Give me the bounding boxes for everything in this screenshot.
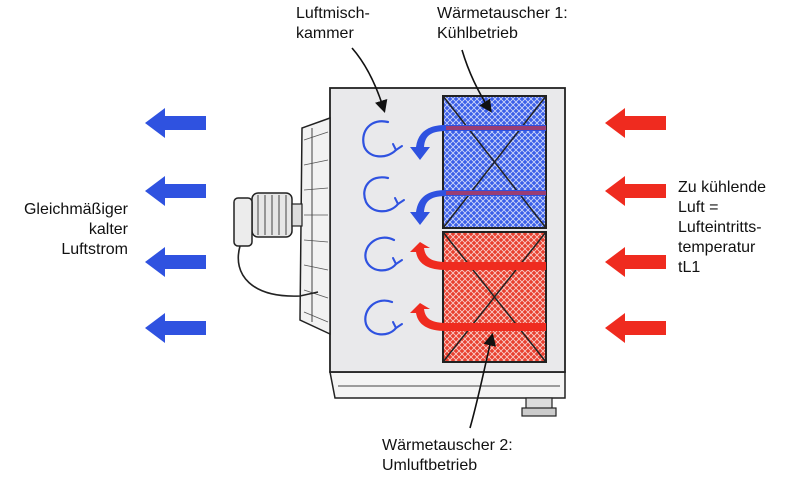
internal-cold-flow	[410, 125, 546, 225]
mixing-chamber-label: Luftmisch- kammer	[296, 5, 370, 42]
leader-lines	[351, 47, 497, 429]
red-arrow-left-icon	[605, 108, 666, 343]
exchanger1-label: Wärmetauscher 1: Kühlbetrieb	[437, 5, 568, 42]
drain-fitting	[521, 397, 557, 417]
inlet-label: Zu kühlende Luft = Lufteintritts- temper…	[678, 179, 767, 276]
fan-motor-icon	[233, 116, 331, 336]
internal-warm-flow	[410, 242, 546, 331]
outlet-label: Gleichmäßiger kalter Luftstrom	[23, 201, 128, 258]
blue-arrow-left-icon	[145, 108, 206, 343]
exchanger2-label: Wärmetauscher 2: Umluftbetrieb	[382, 437, 513, 474]
base-frame	[329, 371, 566, 399]
heat-exchanger-1	[442, 95, 547, 229]
heat-exchanger-2	[442, 231, 547, 363]
swirl-icon	[362, 120, 405, 336]
